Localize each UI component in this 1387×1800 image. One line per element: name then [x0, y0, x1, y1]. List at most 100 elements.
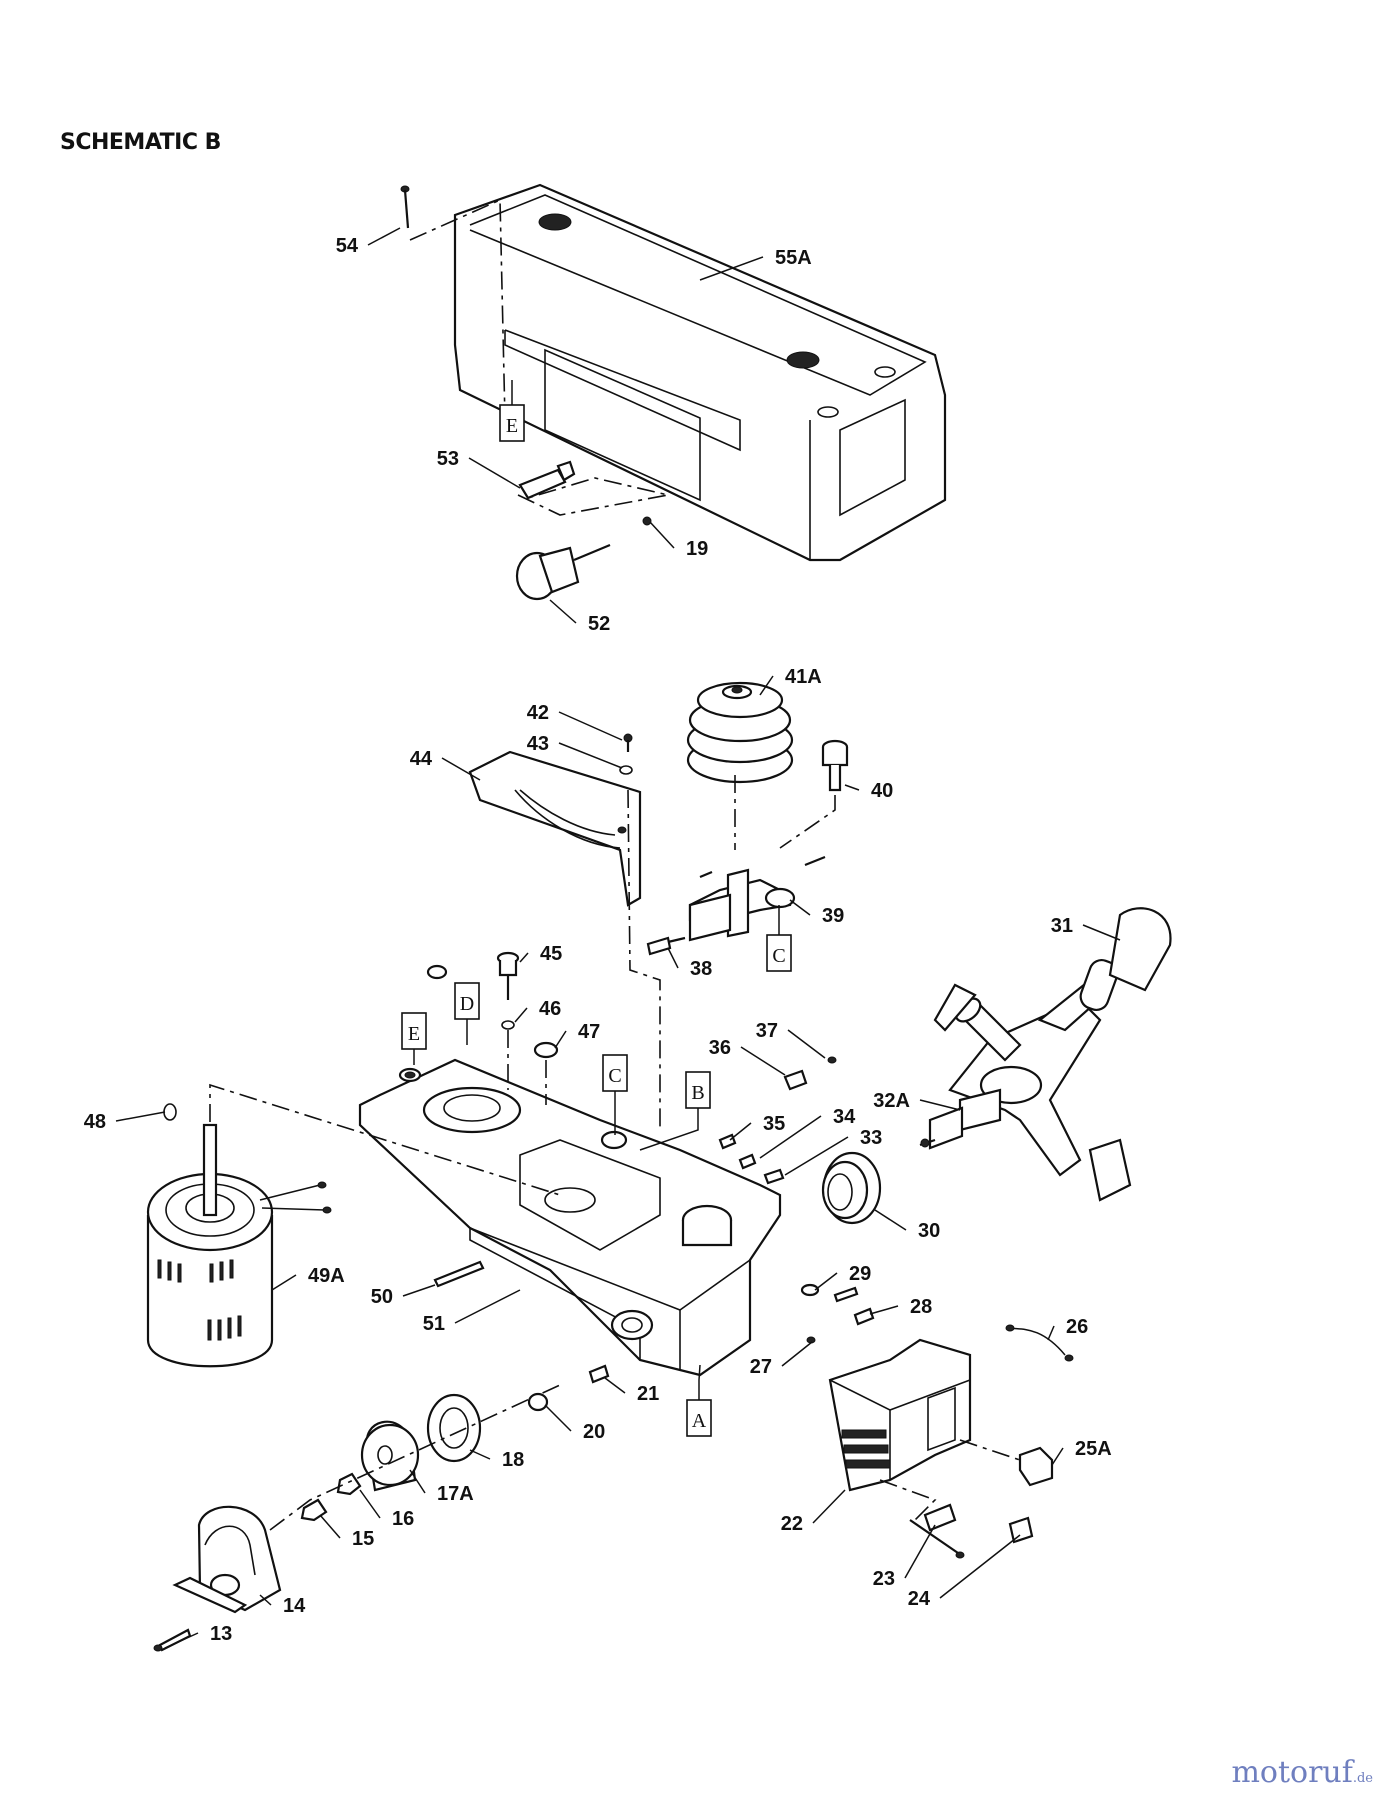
callout-leader-36: [740, 1046, 786, 1076]
schematic-title: SCHEMATIC B: [60, 130, 221, 155]
callout-16: 16: [359, 1489, 414, 1530]
motor-pulley: [686, 681, 794, 850]
callout-18: 18: [469, 1449, 524, 1471]
callout-number-30: 30: [918, 1220, 940, 1242]
callout-leader-29: [814, 1272, 838, 1291]
setscrew-group: [718, 1056, 837, 1185]
callout-50: 50: [371, 1284, 436, 1308]
callout-45: 45: [519, 943, 562, 965]
spring-cover: [821, 1151, 882, 1225]
callout-37: 37: [756, 1020, 826, 1059]
callout-34: 34: [759, 1106, 856, 1159]
callout-leader-49a: [271, 1274, 297, 1291]
callout-leader-27: [781, 1341, 813, 1367]
callout-number-29: 29: [849, 1263, 871, 1285]
callout-number-51: 51: [423, 1313, 445, 1335]
callout-number-27: 27: [750, 1356, 772, 1378]
svg-text:E: E: [408, 1023, 420, 1045]
callout-leader-16: [359, 1489, 381, 1519]
callout-leader-21: [604, 1377, 626, 1394]
callout-leader-47: [554, 1030, 567, 1049]
callout-49a: 49A: [271, 1265, 345, 1291]
svg-text:C: C: [772, 945, 785, 967]
feed-handle-assembly: [919, 907, 1172, 1202]
callout-leader-51: [454, 1289, 521, 1324]
callout-52: 52: [549, 599, 610, 635]
ref-box-c-top: C: [766, 934, 792, 972]
callout-51: 51: [423, 1289, 521, 1335]
callout-24: 24: [908, 1534, 1021, 1610]
callout-32a: 32A: [873, 1090, 961, 1112]
callout-number-33: 33: [860, 1127, 882, 1149]
svg-text:B: B: [691, 1082, 704, 1104]
callout-17a: 17A: [409, 1469, 474, 1505]
callout-leader-32a: [919, 1099, 961, 1111]
callout-leader-25a: [1051, 1447, 1064, 1466]
callout-36: 36: [709, 1037, 786, 1076]
svg-text:C: C: [608, 1065, 621, 1087]
callout-leader-44: [441, 757, 481, 781]
callout-39: 39: [789, 899, 844, 927]
callout-number-17a: 17A: [437, 1483, 474, 1505]
callout-number-46: 46: [539, 998, 561, 1020]
callout-25a: 25A: [1051, 1438, 1112, 1466]
callout-number-53: 53: [437, 448, 459, 470]
callout-leader-39: [789, 899, 811, 916]
bolt-45-47: [426, 951, 559, 1105]
callout-number-40: 40: [871, 780, 893, 802]
callout-28: 28: [869, 1296, 932, 1318]
ref-box-d: D: [454, 982, 480, 1020]
callout-33: 33: [784, 1127, 882, 1176]
callout-number-50: 50: [371, 1286, 393, 1308]
svg-text:D: D: [460, 993, 474, 1015]
callout-leader-38: [667, 947, 679, 969]
belt-guard: [468, 750, 642, 907]
callout-leader-33: [784, 1136, 849, 1176]
callout-leader-48: [115, 1111, 166, 1122]
callout-number-28: 28: [910, 1296, 932, 1318]
callout-14: 14: [259, 1594, 306, 1617]
callout-leader-13: [164, 1632, 199, 1649]
ref-box-e-top: E: [499, 404, 525, 442]
callout-leader-17a: [409, 1469, 426, 1494]
callout-26: 26: [1047, 1316, 1088, 1341]
svg-text:E: E: [506, 415, 518, 437]
callout-leader-26: [1047, 1325, 1055, 1341]
callout-number-31: 31: [1051, 915, 1073, 937]
callout-29: 29: [814, 1263, 871, 1291]
callout-40: 40: [844, 780, 893, 802]
callout-number-20: 20: [583, 1421, 605, 1443]
watermark: motoruf.de: [1231, 1755, 1373, 1790]
depth-knob-parts: [515, 460, 669, 601]
stud-50: [433, 1260, 485, 1288]
callout-number-22: 22: [781, 1513, 803, 1535]
callout-number-37: 37: [756, 1020, 778, 1042]
callout-number-32a: 32A: [873, 1090, 910, 1112]
callout-27: 27: [750, 1341, 813, 1378]
ref-box-b: B: [685, 1071, 711, 1109]
callout-leader-19: [649, 521, 675, 549]
callout-21: 21: [604, 1377, 659, 1405]
callout-13: 13: [164, 1623, 232, 1649]
callout-leader-28: [869, 1305, 899, 1315]
callout-leader-31: [1082, 924, 1121, 941]
callout-leader-15: [319, 1514, 341, 1539]
pulley-group: [153, 1364, 610, 1652]
callout-number-35: 35: [763, 1113, 785, 1135]
callout-leader-52: [549, 599, 577, 624]
screw-42-43: [619, 733, 661, 1130]
callout-number-42: 42: [527, 702, 549, 724]
ref-box-a: A: [686, 1399, 712, 1437]
screws-27-29: [800, 1283, 875, 1344]
callout-number-44: 44: [410, 748, 433, 770]
motor-bracket: [646, 855, 826, 956]
callout-number-15: 15: [352, 1528, 374, 1550]
callout-48: 48: [84, 1111, 166, 1133]
svg-text:A: A: [692, 1410, 707, 1432]
callout-22: 22: [781, 1489, 846, 1535]
switch-box: [828, 1324, 1074, 1559]
callout-number-55a: 55A: [775, 247, 812, 269]
callout-number-47: 47: [578, 1021, 600, 1043]
callout-leader-22: [812, 1489, 846, 1524]
